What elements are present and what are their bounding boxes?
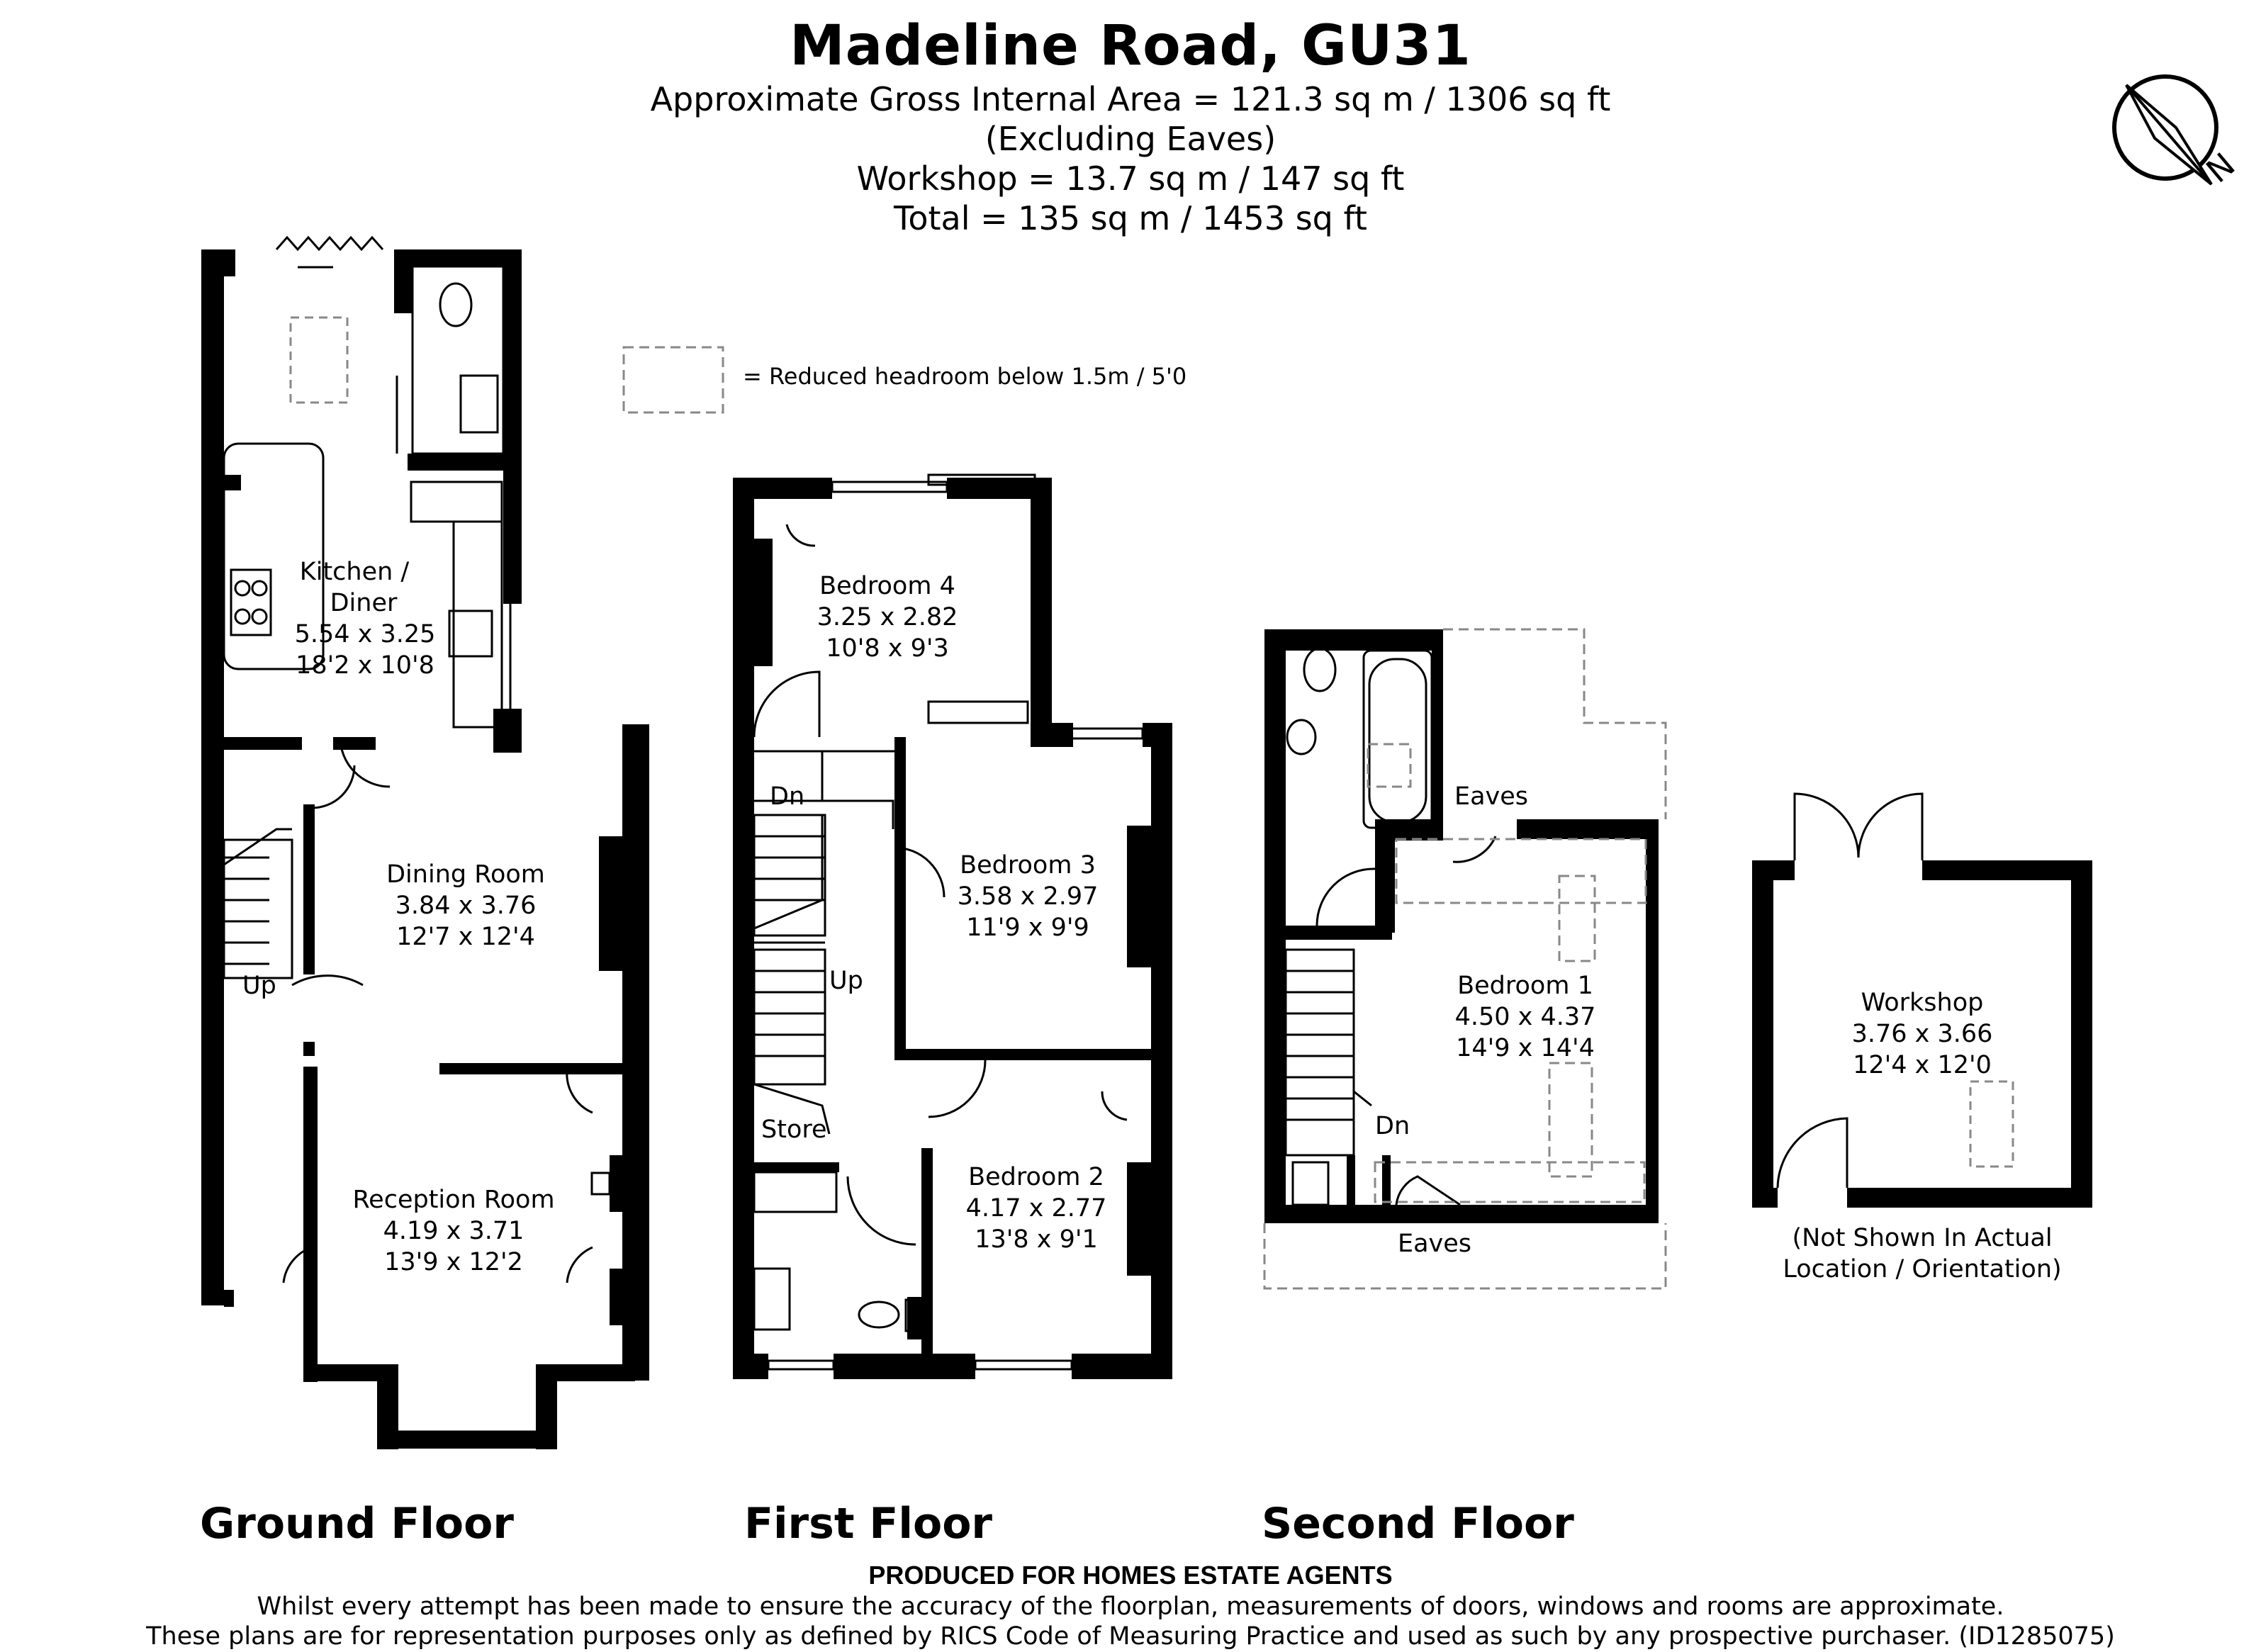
bedroom4-name: Bedroom 4 [819,572,955,600]
bedroom3-imperial: 11'9 x 9'9 [966,914,1089,942]
total-area-text: Total = 135 sq m / 1453 sq ft [894,199,1367,237]
bedroom3-metric: 3.58 x 2.97 [958,882,1099,911]
first-floor-plan [733,478,1172,1379]
first-floor-label: First Floor [744,1499,992,1549]
bedroom2-imperial: 13'8 x 9'1 [975,1225,1098,1254]
second-floor-dn-label: Dn [1375,1112,1410,1140]
second-floor-label: Second Floor [1262,1499,1574,1549]
reception-room-imperial: 13'9 x 12'2 [384,1248,523,1276]
workshop-imperial: 12'4 x 12'0 [1853,1051,1992,1079]
first-floor-details [753,473,1144,1371]
gross-area-text: Approximate Gross Internal Area = 121.3 … [650,80,1611,118]
produced-for-text: PRODUCED FOR HOMES ESTATE AGENTS [868,1561,1393,1590]
kitchen-name-line1: Kitchen / [300,558,410,586]
page-title: Madeline Road, GU31 [790,14,1471,78]
dining-room-name: Dining Room [386,860,545,889]
dining-room-metric: 3.84 x 3.76 [395,892,537,920]
reception-room-metric: 4.19 x 3.71 [383,1217,524,1245]
workshop-plan [1752,860,2092,1208]
second-floor-plan [1264,629,1659,1223]
ground-floor-details [223,265,611,1440]
dining-room-imperial: 12'7 x 12'4 [396,923,535,951]
bedroom1-imperial: 14'9 x 14'4 [1456,1034,1595,1062]
workshop-area-text: Workshop = 13.7 sq m / 147 sq ft [856,159,1405,198]
workshop-details [1776,792,2014,1189]
bedroom1-name: Bedroom 1 [1457,972,1593,1000]
ground-stairs-up-label: Up [242,972,276,1000]
bedroom1-metric: 4.50 x 4.37 [1455,1003,1596,1031]
bedroom4-imperial: 10'8 x 9'3 [826,634,949,663]
first-floor-dn-label: Dn [770,782,804,811]
disclaimer-line2: These plans are for representation purpo… [146,1622,2115,1651]
second-floor-details [1284,631,1497,1206]
legend-text: = Reduced headroom below 1.5m / 5'0 [743,363,1186,390]
eaves-top-label: Eaves [1454,782,1528,811]
workshop-note-line1: (Not Shown In Actual [1792,1224,2052,1252]
first-floor-up-label: Up [829,967,863,995]
store-label: Store [761,1116,827,1144]
kitchen-name-line2: Diner [330,589,398,617]
workshop-name: Workshop [1861,989,1984,1017]
bedroom3-name: Bedroom 3 [960,851,1096,880]
second-floor-eaves [1263,628,1667,1290]
bedroom2-name: Bedroom 2 [968,1163,1104,1191]
excluding-eaves-text: (Excluding Eaves) [984,120,1277,158]
north-arrow-icon: N [2112,74,2242,190]
reduced-headroom-swatch [622,346,724,414]
bedroom2-metric: 4.17 x 2.77 [966,1194,1107,1223]
workshop-note-line2: Location / Orientation) [1783,1255,2061,1283]
ground-floor-folding-doors [275,235,384,404]
bedroom4-metric: 3.25 x 2.82 [817,603,958,631]
kitchen-imperial: 18'2 x 10'8 [296,651,434,680]
eaves-bottom-label: Eaves [1398,1230,1471,1258]
reception-room-name: Reception Room [352,1186,554,1214]
ground-floor-label: Ground Floor [200,1499,514,1549]
workshop-metric: 3.76 x 3.66 [1852,1020,1993,1048]
disclaimer-line1: Whilst every attempt has been made to en… [257,1592,2004,1621]
kitchen-metric: 5.54 x 3.25 [295,620,436,648]
